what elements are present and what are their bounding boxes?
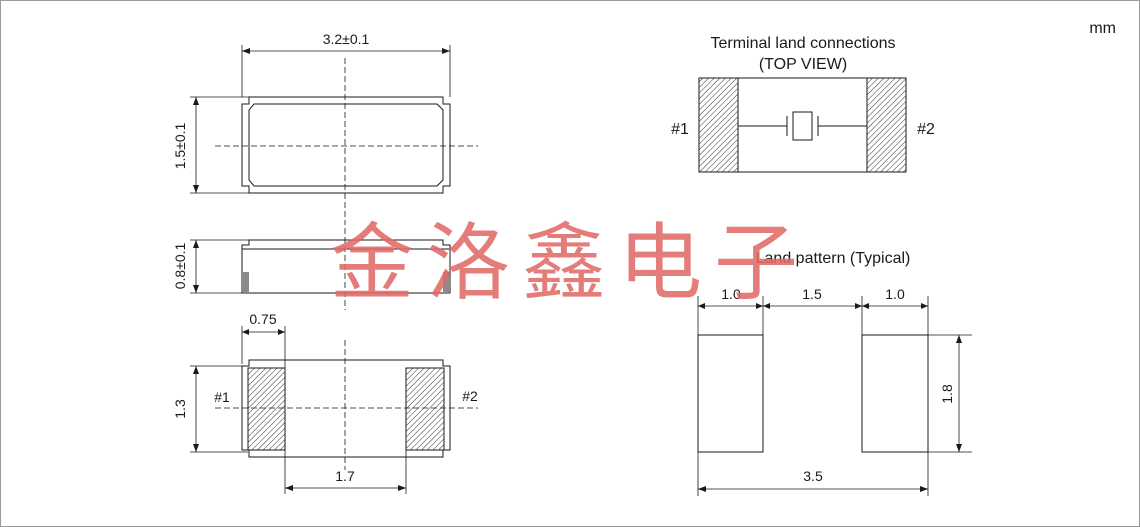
right-terminal-edge	[443, 272, 449, 293]
land-height-label: 1.8	[939, 384, 955, 404]
land-pad-right	[861, 334, 929, 453]
bottom-pin2-label: #2	[462, 388, 478, 404]
side-view: 0.8±0.1	[172, 228, 451, 310]
land-total-width-label: 3.5	[803, 468, 823, 484]
terminal-pin1-label: #1	[671, 121, 689, 138]
pad-1	[247, 367, 286, 451]
pad-2	[405, 367, 445, 451]
terminal-pad-1	[698, 77, 739, 173]
top-view-inner-outline	[248, 103, 444, 187]
thickness-dimension-label: 0.8±0.1	[172, 242, 188, 289]
pad-width-dimension-label: 0.75	[249, 311, 276, 327]
pad-height-dimension-label: 1.3	[172, 399, 188, 419]
terminal-connections-title: Terminal land connections	[711, 35, 896, 52]
land-pad-width-left-label: 1.0	[721, 286, 741, 302]
terminal-connections-subtitle: (TOP VIEW)	[759, 56, 847, 73]
bottom-view: #1 #2 0.75 1.3 1.7	[172, 311, 478, 494]
bottom-pin1-label: #1	[214, 389, 230, 405]
land-pad-width-right-label: 1.0	[885, 286, 905, 302]
land-pattern-title: Land pattern (Typical)	[756, 250, 911, 267]
height-dimension-label: 1.5±0.1	[172, 122, 188, 169]
pad-gap-dimension-label: 1.7	[335, 468, 355, 484]
terminal-pin2-label: #2	[917, 121, 935, 138]
width-dimension-label: 3.2±0.1	[323, 31, 370, 47]
land-pattern: Land pattern (Typical) 1.0 1.5 1.0 1.8 3…	[697, 250, 972, 496]
watermark-text: 金洛鑫电子	[330, 214, 810, 312]
top-view-outline	[241, 96, 451, 194]
crystal-symbol	[792, 111, 813, 141]
land-gap-label: 1.5	[802, 286, 822, 302]
side-view-outline	[241, 239, 451, 294]
left-terminal-edge	[243, 272, 249, 293]
top-view: 3.2±0.1 1.5±0.1	[172, 31, 478, 225]
unit-label: mm	[1089, 20, 1116, 37]
terminal-connections: Terminal land connections (TOP VIEW) #1 …	[671, 35, 935, 173]
terminal-pad-2	[866, 77, 907, 173]
land-pad-left	[697, 334, 764, 453]
